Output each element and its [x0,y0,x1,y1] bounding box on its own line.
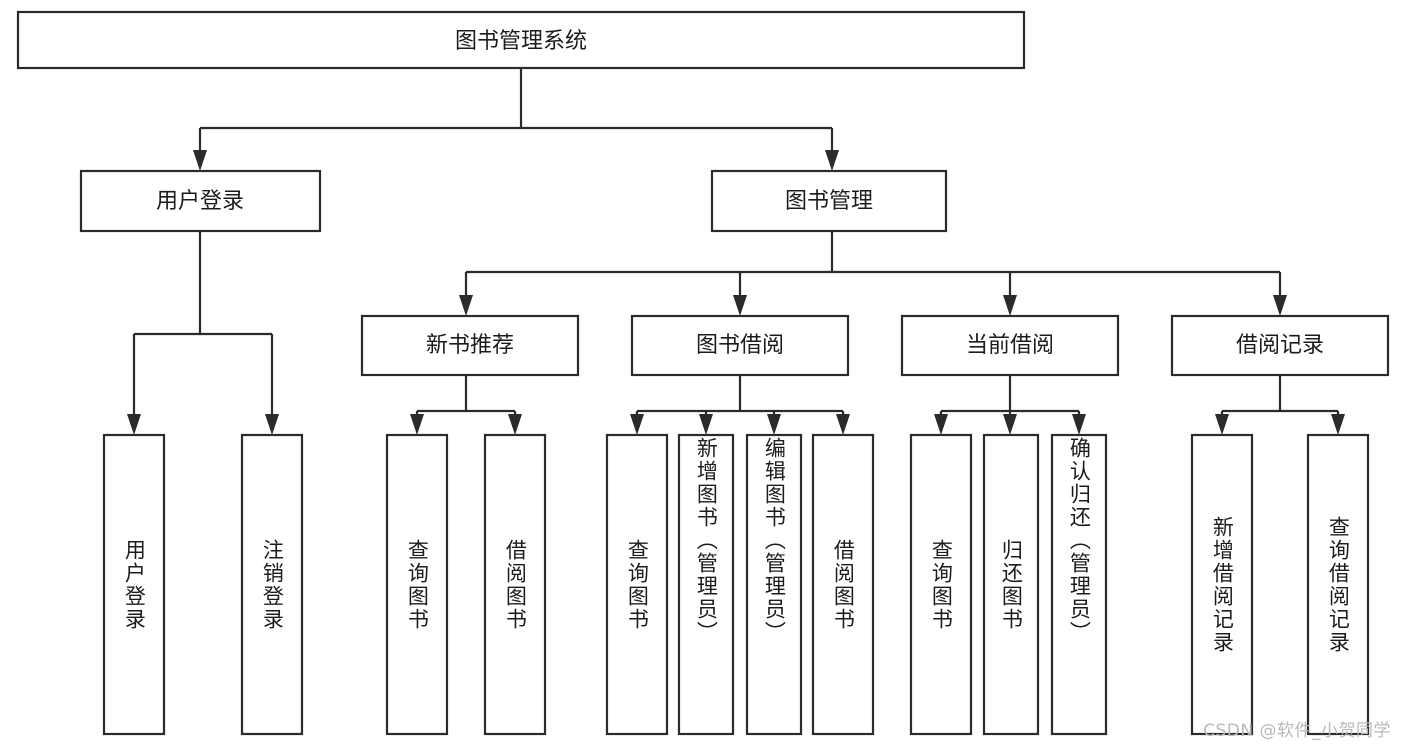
arrow-head-leaf-new-book-1 [410,414,424,435]
node-borrow-record[interactable] [1170,314,1390,377]
connector-group-borrow-record [1215,375,1345,435]
arrow-head-leaf-book-borrow-4 [836,414,850,435]
leaf-new-book-1[interactable] [385,433,449,736]
arrow-head-current-borrow [1003,295,1017,316]
leaf-borrow-record-1[interactable] [1190,433,1254,736]
arrow-head-leaf-book-borrow-1 [630,414,644,435]
leaf-new-book-2[interactable] [483,433,547,736]
leaf-book-borrow-4[interactable] [811,433,875,736]
arrow-head-leaf-borrow-record-2 [1331,414,1345,435]
node-book-borrow[interactable] [630,314,850,377]
leaf-borrow-record-2[interactable] [1306,433,1370,736]
leaf-current-borrow-1[interactable] [909,433,973,736]
csdn-watermark: CSDN @软件_小贺同学 [1203,721,1391,741]
arrow-head-leaf-current-borrow-2 [1003,414,1017,435]
arrow-head-user-login [193,150,207,171]
arrow-head-book-borrow [733,295,747,316]
leaf-current-borrow-2[interactable] [982,433,1040,736]
arrow-head-book-manage [825,150,839,171]
node-book-borrow-label: 图书借阅 [696,333,784,358]
connector-group-root [193,68,839,171]
node-new-book-recommend[interactable] [360,314,580,377]
node-new-book-recommend-label: 新书推荐 [426,333,514,358]
leaf-current-borrow-3[interactable] [1050,433,1108,736]
arrow-head-leaf-current-borrow-3 [1072,414,1086,435]
arrow-head-leaf-user-login-2 [265,414,279,435]
leaf-user-login-2[interactable] [240,433,304,736]
leaf-book-borrow-1[interactable] [605,433,669,736]
leaf-user-login-1[interactable] [102,433,166,736]
node-user-login-label: 用户登录 [156,189,244,214]
node-book-management[interactable] [710,169,948,233]
arrow-head-leaf-current-borrow-1 [934,414,948,435]
node-root-label: 图书管理系统 [455,29,587,54]
leaf-book-borrow-2[interactable] [677,433,735,736]
node-current-borrow[interactable] [900,314,1120,377]
arrow-head-leaf-borrow-record-1 [1215,414,1229,435]
node-book-management-label: 图书管理 [785,189,873,214]
leaf-book-borrow-3[interactable] [745,433,803,736]
connector-group-current-borrow [934,375,1086,435]
arrow-head-leaf-book-borrow-2 [699,414,713,435]
arrow-head-borrow-record [1273,295,1287,316]
node-current-borrow-label: 当前借阅 [966,333,1054,358]
node-borrow-record-label: 借阅记录 [1236,333,1324,358]
connector-group-book-manage [459,231,1287,316]
connector-group-book-borrow [630,375,850,435]
connector-group-new-book [410,375,522,435]
node-user-login[interactable] [79,169,322,233]
arrow-head-new-book [459,295,473,316]
arrow-head-leaf-user-login-1 [127,414,141,435]
node-root-book-management-system[interactable] [16,10,1026,70]
arrow-head-leaf-book-borrow-3 [767,414,781,435]
connector-group-user-login [127,231,279,435]
arrow-head-leaf-new-book-2 [508,414,522,435]
